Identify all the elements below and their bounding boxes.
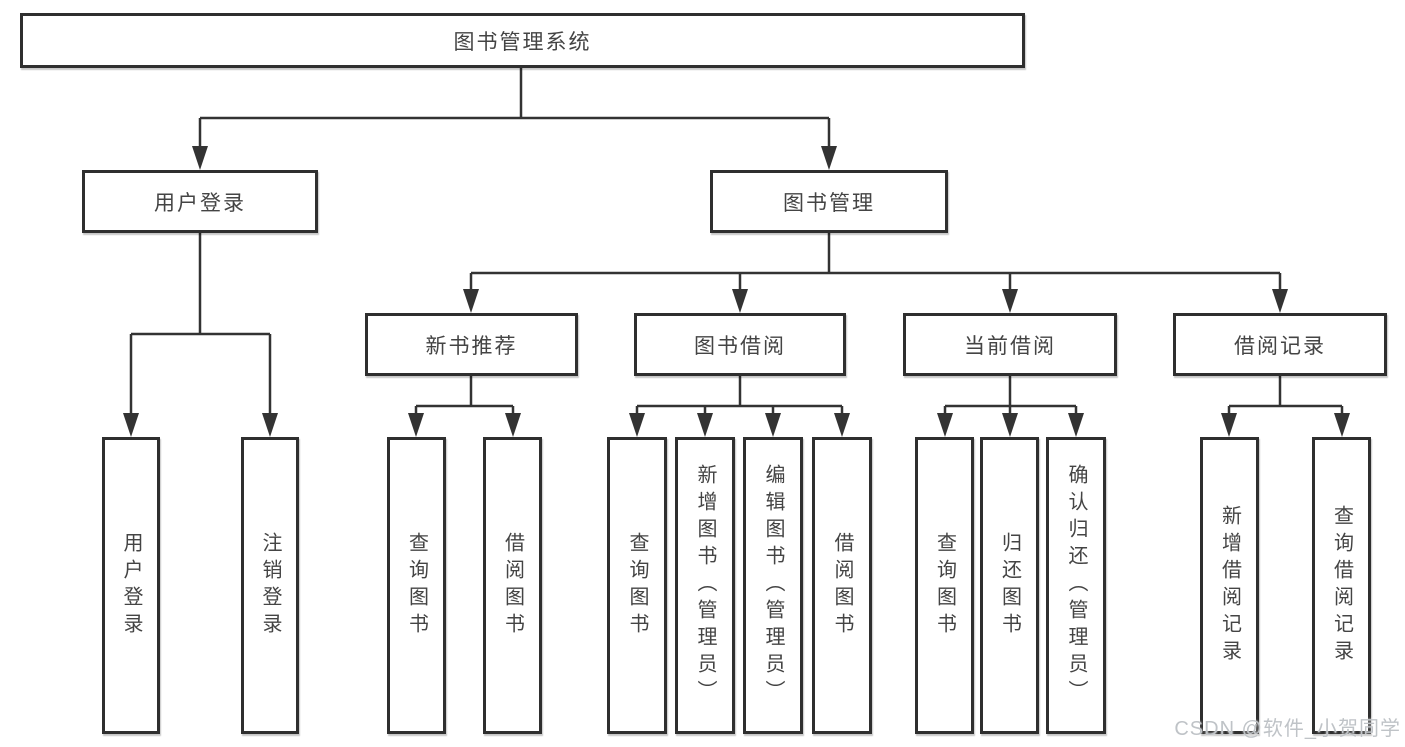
- leaf-label: 查询借阅记录: [1330, 504, 1353, 667]
- node-label: 用户登录: [154, 191, 246, 215]
- leaf-add-books-admin: 新增图书（管理员）: [675, 437, 735, 734]
- node-label: 图书管理: [783, 191, 875, 215]
- leaf-borrow-books-2: 借阅图书: [812, 437, 872, 734]
- node-new-book-recommend: 新书推荐: [365, 313, 578, 376]
- leaf-label: 确认归还（管理员）: [1065, 464, 1087, 707]
- leaf-query-borrow-record: 查询借阅记录: [1312, 437, 1371, 734]
- leaf-label: 借阅图书: [831, 531, 853, 640]
- leaf-label: 用户登录: [120, 531, 142, 640]
- leaf-label: 借阅图书: [501, 531, 524, 640]
- leaf-user-login: 用户登录: [102, 437, 160, 734]
- node-borrow-record: 借阅记录: [1173, 313, 1387, 376]
- leaf-label: 新增图书（管理员）: [694, 464, 716, 707]
- node-book-management: 图书管理: [710, 170, 948, 233]
- leaf-confirm-return-admin: 确认归还（管理员）: [1046, 437, 1106, 734]
- leaf-label: 归还图书: [998, 531, 1021, 640]
- node-label: 图书管理系统: [453, 30, 592, 54]
- csdn-watermark: CSDN @软件_小贺同学: [1174, 718, 1401, 740]
- leaf-edit-books-admin: 编辑图书（管理员）: [743, 437, 803, 734]
- leaf-add-borrow-record: 新增借阅记录: [1200, 437, 1259, 734]
- node-book-borrow: 图书借阅: [634, 313, 846, 376]
- leaf-label: 查询图书: [405, 531, 428, 640]
- leaf-label: 编辑图书（管理员）: [762, 464, 784, 707]
- leaf-label: 查询图书: [933, 531, 956, 640]
- node-user-login: 用户登录: [82, 170, 318, 233]
- leaf-label: 注销登录: [259, 531, 281, 640]
- leaf-query-books-1: 查询图书: [387, 437, 446, 734]
- leaf-logout: 注销登录: [241, 437, 299, 734]
- node-label: 图书借阅: [694, 334, 786, 358]
- leaf-query-books-2: 查询图书: [607, 437, 667, 734]
- node-label: 当前借阅: [964, 334, 1056, 358]
- node-label: 借阅记录: [1234, 334, 1326, 358]
- leaf-borrow-books-1: 借阅图书: [483, 437, 542, 734]
- leaf-query-books-3: 查询图书: [915, 437, 974, 734]
- node-library-management-system: 图书管理系统: [20, 13, 1025, 68]
- leaf-label: 查询图书: [626, 531, 648, 640]
- node-label: 新书推荐: [425, 334, 518, 358]
- node-current-borrow: 当前借阅: [903, 313, 1117, 376]
- leaf-label: 新增借阅记录: [1218, 504, 1241, 667]
- leaf-return-books: 归还图书: [980, 437, 1039, 734]
